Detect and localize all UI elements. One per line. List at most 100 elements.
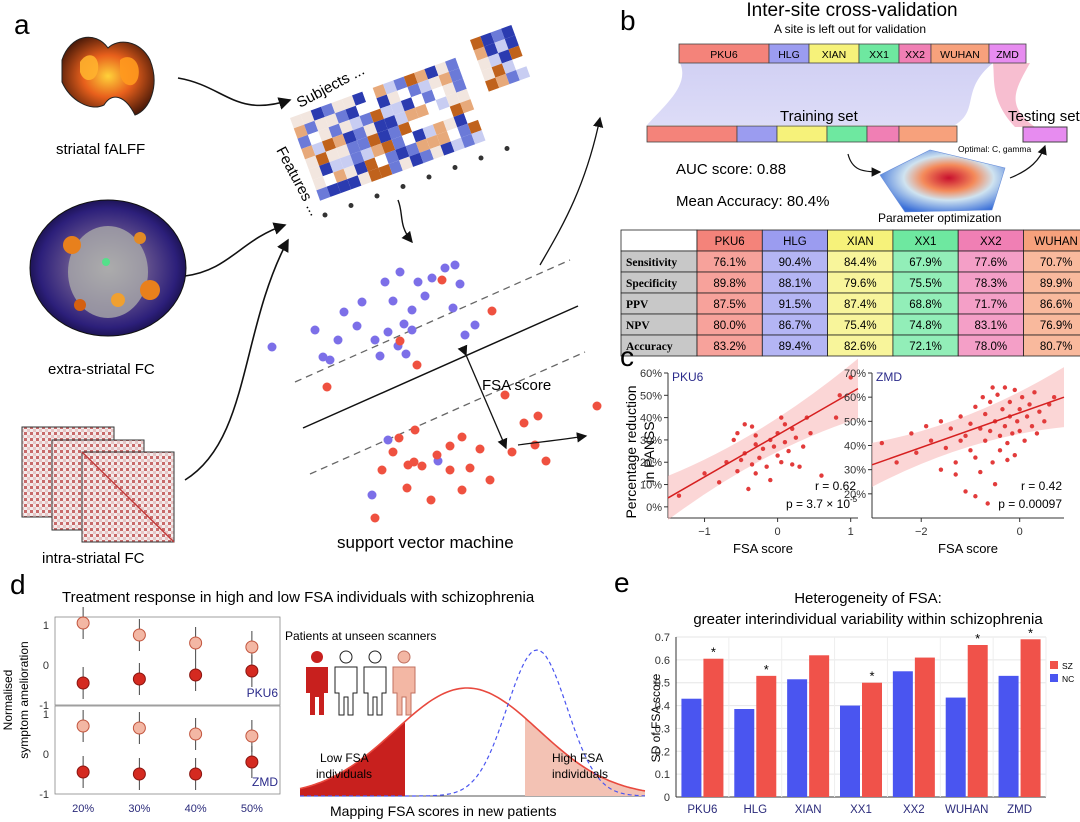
y-tick-label: 0.2 (655, 746, 670, 758)
testing-set-label: Testing set (1008, 108, 1080, 125)
svm-point-nc (367, 490, 377, 500)
scatter-point (757, 455, 762, 460)
scatter-point (968, 421, 973, 426)
matrix-cell (414, 103, 430, 118)
y-tick-label: 60% (640, 368, 662, 380)
scatter-point (938, 467, 944, 472)
matrix-ellipsis-dot (478, 155, 484, 161)
matrix-cell (417, 79, 432, 94)
scatter-point (749, 462, 755, 467)
x-tick-label: 0 (1017, 526, 1023, 538)
arrow-intra-fc-to-matrix (184, 238, 289, 481)
matrix-cell (301, 145, 316, 160)
svm-hyperplane (302, 305, 579, 429)
panel-c-ylabel-1: Percentage reduction (623, 385, 639, 518)
matrix-cell (316, 186, 331, 201)
dot-plot-frame (54, 705, 281, 795)
significance-marker: * (869, 669, 874, 684)
matrix-cell (512, 55, 527, 71)
table-value: 90.4% (779, 257, 812, 269)
low-fsa-point (245, 755, 259, 769)
matrix-cell (421, 89, 436, 104)
matrix-cell (314, 117, 329, 132)
legend-swatch-sz (1050, 661, 1058, 669)
matrix-cell (319, 162, 334, 177)
x-tick-label: −1 (698, 526, 711, 538)
table-corner (620, 229, 698, 252)
matrix-cell (355, 102, 370, 117)
matrix-cell (345, 105, 360, 120)
scatter-point (782, 422, 788, 427)
matrix-cell (408, 117, 423, 133)
scatter-site-label: PKU6 (672, 370, 704, 384)
patient-icons (306, 650, 416, 716)
input-label-extra-fc: extra-striatal FC (48, 361, 155, 378)
x-tick-label: ZMD (1007, 804, 1032, 816)
matrix-cell (411, 93, 426, 108)
bar-sz-pku6 (703, 658, 724, 797)
matrix-cell (318, 127, 333, 142)
matrix-ellipsis-dot (374, 193, 380, 199)
train-cell-xian (776, 125, 828, 143)
matrix-cell (368, 167, 383, 182)
matrix-cell (457, 123, 472, 138)
high-fsa-area (525, 717, 645, 796)
matrix-cell (290, 114, 305, 129)
scatter-point (1005, 457, 1010, 463)
scatter-point (973, 494, 978, 499)
svm-point-sz (533, 411, 543, 421)
bar-nc-pku6 (681, 698, 702, 797)
table-header-wuhan: WUHAN (1034, 236, 1077, 248)
svm-point-nc (318, 352, 328, 362)
scatter-point (808, 431, 813, 436)
matrix-cell (501, 24, 516, 40)
matrix-cell (422, 124, 437, 139)
scatter-point (786, 448, 791, 454)
svm-point-nc (450, 260, 460, 270)
patients-label: Patients at unseen scanners (285, 629, 436, 643)
svm-point-sz (485, 475, 495, 485)
matrix-cell (373, 118, 388, 134)
y-tick-label: 1 (43, 709, 49, 721)
scatter-point (990, 460, 995, 465)
scatter-point (746, 486, 751, 492)
svm-point-nc (407, 325, 417, 335)
svm-point-nc (370, 335, 380, 345)
matrix-cell (357, 171, 372, 186)
scatter-point (1017, 428, 1022, 434)
intra-striatal-fc-matrix-stack (21, 426, 175, 543)
matrix-cell (429, 110, 444, 125)
matrix-cell (326, 182, 341, 197)
scatter-point (894, 460, 899, 465)
train-cell-pku6 (646, 125, 738, 143)
matrix-cell (388, 160, 403, 175)
svm-point-sz (426, 495, 436, 505)
table-value: 75.4% (844, 320, 877, 332)
table-header-xx1: XX1 (915, 236, 937, 248)
scatter-point (848, 375, 853, 380)
scatter-point (779, 415, 784, 420)
panel-e-ylabel: SD of FSA score (649, 673, 663, 762)
matrix-cell (390, 101, 405, 116)
table-value: 89.8% (713, 278, 746, 290)
x-tick-label: PKU6 (687, 804, 717, 816)
bar-nc-xx1 (840, 705, 860, 797)
auc-score: AUC score: 0.88 (676, 161, 786, 178)
low-fsa-point (132, 672, 146, 686)
matrix-cell (335, 109, 350, 124)
matrix-cell (470, 36, 485, 51)
bar-sz-hlg (756, 675, 777, 797)
dot-plot-frame (54, 616, 281, 706)
dot-plot-site-label: ZMD (252, 775, 278, 789)
patient-icon-red (306, 651, 328, 715)
svm-point-sz (409, 457, 419, 467)
table-metric-sensitivity: Sensitivity (626, 257, 677, 269)
scatter-point (1002, 385, 1008, 390)
svm-point-sz (412, 360, 422, 370)
scatter-point (995, 392, 1000, 397)
scatter-point (958, 438, 963, 443)
matrix-cell (380, 104, 395, 119)
